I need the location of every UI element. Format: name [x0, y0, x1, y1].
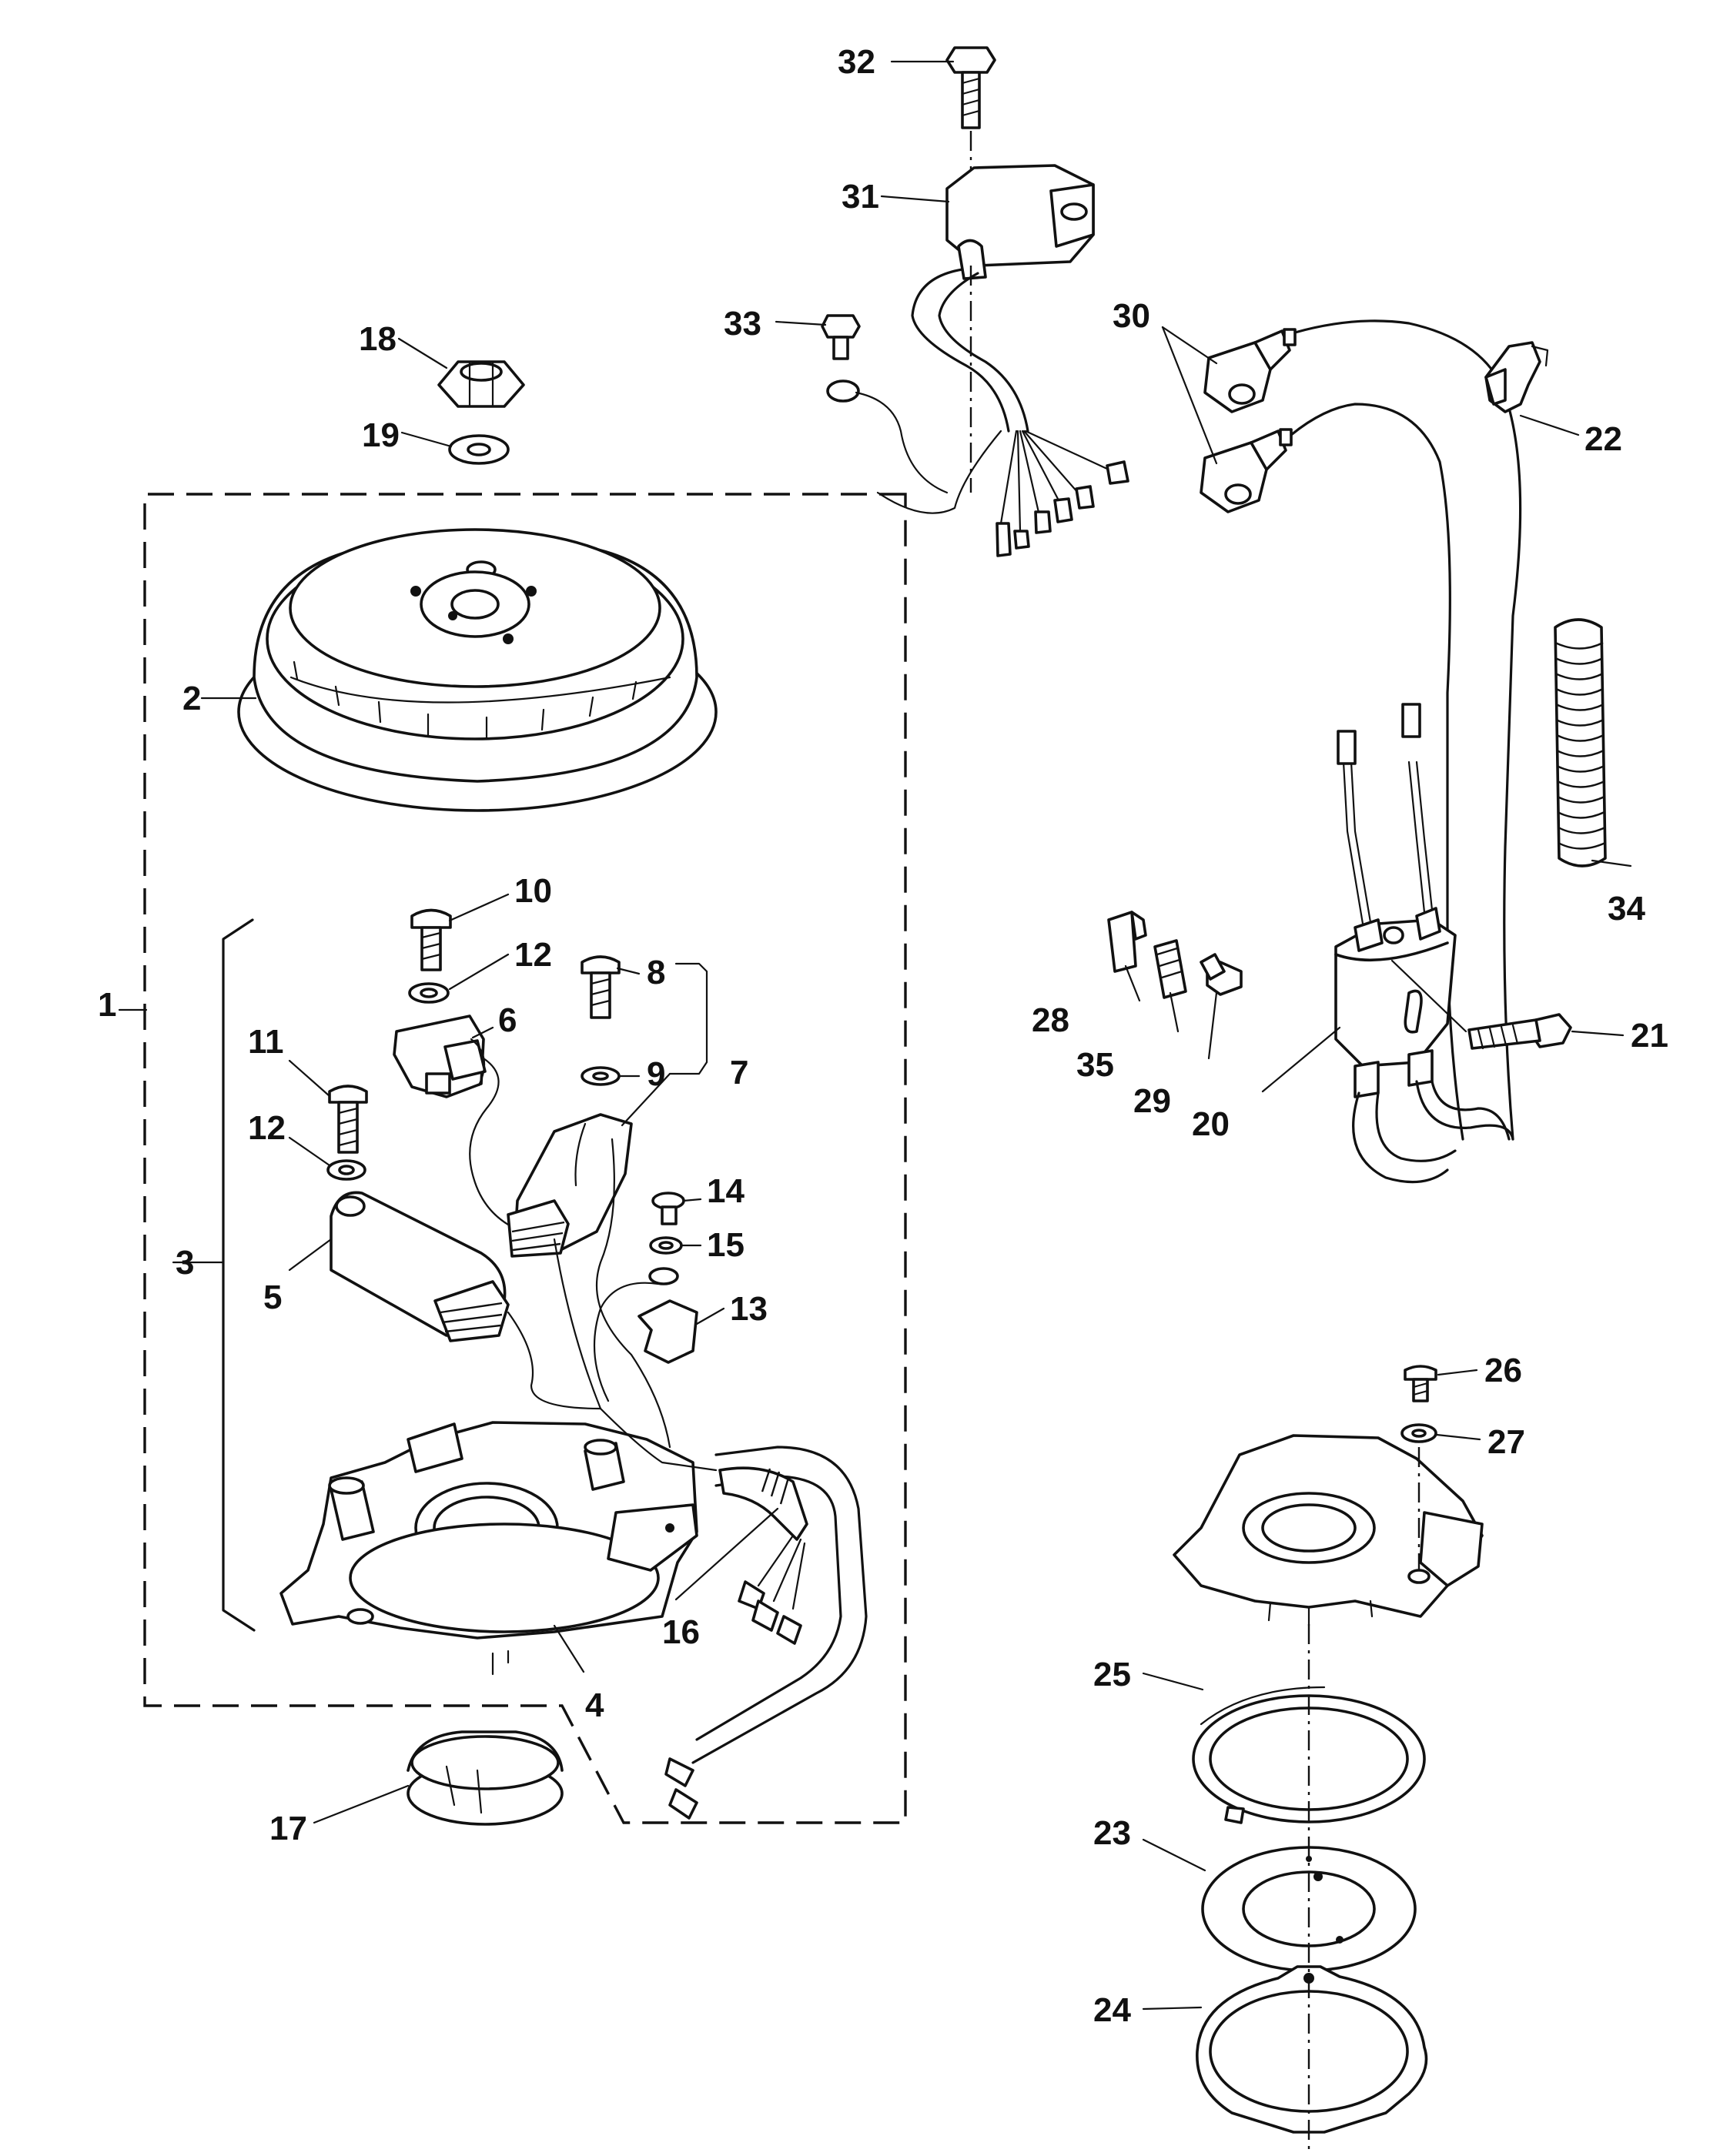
callout-12a: 12 — [514, 936, 552, 974]
washer-15 — [649, 1236, 683, 1255]
callout-15: 15 — [707, 1226, 745, 1264]
callout-labels: 32 31 33 30 22 18 19 2 34 10 12 8 6 9 7 … — [98, 43, 1668, 2029]
screw-8 — [581, 955, 621, 1019]
flywheel — [237, 528, 718, 812]
washer-12b — [326, 1159, 366, 1181]
screw-33 — [821, 314, 949, 494]
assembly-1-boundary — [143, 493, 907, 1824]
screw-21 — [1467, 1013, 1572, 1050]
group-3-bracket — [222, 918, 256, 1632]
wiring-harness-16 — [553, 1238, 868, 1820]
trigger-6 — [393, 1014, 556, 1241]
screw-14 — [651, 1192, 685, 1225]
trigger-plate — [1173, 1434, 1484, 1627]
callout-7: 7 — [730, 1054, 748, 1091]
callout-3: 3 — [176, 1244, 194, 1282]
callout-21: 21 — [1631, 1017, 1668, 1055]
screw-11 — [328, 1085, 368, 1154]
spark-plug-cap-30b — [1200, 403, 1464, 1141]
stator-plate-4 — [279, 1421, 698, 1676]
screw-10 — [410, 908, 452, 971]
callout-10: 10 — [514, 872, 552, 910]
callout-23: 23 — [1093, 1814, 1131, 1852]
ignition-coil-5 — [330, 1191, 602, 1410]
callout-6: 6 — [498, 1001, 517, 1039]
callout-35: 35 — [1076, 1046, 1114, 1084]
callout-18: 18 — [359, 320, 397, 358]
callout-25: 25 — [1093, 1656, 1131, 1693]
callout-24: 24 — [1093, 1991, 1131, 2029]
pad-35 — [1153, 939, 1187, 999]
callout-20: 20 — [1192, 1105, 1230, 1143]
callout-1: 1 — [98, 986, 116, 1024]
callout-4: 4 — [585, 1686, 604, 1724]
leader-lines — [118, 60, 1632, 2011]
callout-27: 27 — [1487, 1423, 1525, 1461]
callout-12b: 12 — [248, 1109, 286, 1147]
callout-5: 5 — [263, 1279, 282, 1316]
ground-clip-13 — [593, 1267, 698, 1402]
screw-26 — [1404, 1365, 1437, 1402]
callout-28: 28 — [1032, 1001, 1069, 1039]
bushing-17 — [407, 1730, 564, 1826]
spark-plug-cap-30a — [1203, 319, 1522, 1141]
clip-28 — [1107, 911, 1147, 973]
callout-11: 11 — [248, 1023, 284, 1061]
washer-12a — [408, 982, 450, 1004]
callout-31: 31 — [842, 178, 879, 216]
callout-2: 2 — [182, 680, 201, 717]
ignition-coil-20 — [1334, 703, 1514, 1184]
callout-8: 8 — [647, 954, 665, 991]
clip-22 — [1484, 341, 1549, 413]
callout-22: 22 — [1584, 420, 1622, 458]
callout-30: 30 — [1113, 297, 1150, 335]
flywheel-nut — [437, 360, 525, 408]
washer-9 — [581, 1066, 621, 1086]
flywheel-washer — [448, 434, 510, 465]
gasket-24 — [1196, 1965, 1428, 2134]
callout-9: 9 — [647, 1055, 665, 1093]
sleeve-34 — [1554, 618, 1607, 867]
screw-32 — [945, 46, 996, 185]
callout-14: 14 — [707, 1172, 745, 1210]
callout-32: 32 — [838, 43, 875, 81]
washer-27 — [1400, 1423, 1437, 1443]
screw-29 — [1200, 953, 1243, 996]
callout-33: 33 — [724, 305, 761, 343]
callout-13: 13 — [730, 1290, 768, 1328]
callout-17: 17 — [269, 1810, 307, 1847]
callout-29: 29 — [1133, 1082, 1171, 1120]
callout-16: 16 — [662, 1613, 700, 1651]
switch-box-31 — [876, 164, 1129, 557]
charge-coil-7 — [507, 1113, 671, 1449]
callout-26: 26 — [1484, 1352, 1522, 1389]
callout-19: 19 — [362, 416, 400, 454]
callout-34: 34 — [1608, 890, 1645, 928]
